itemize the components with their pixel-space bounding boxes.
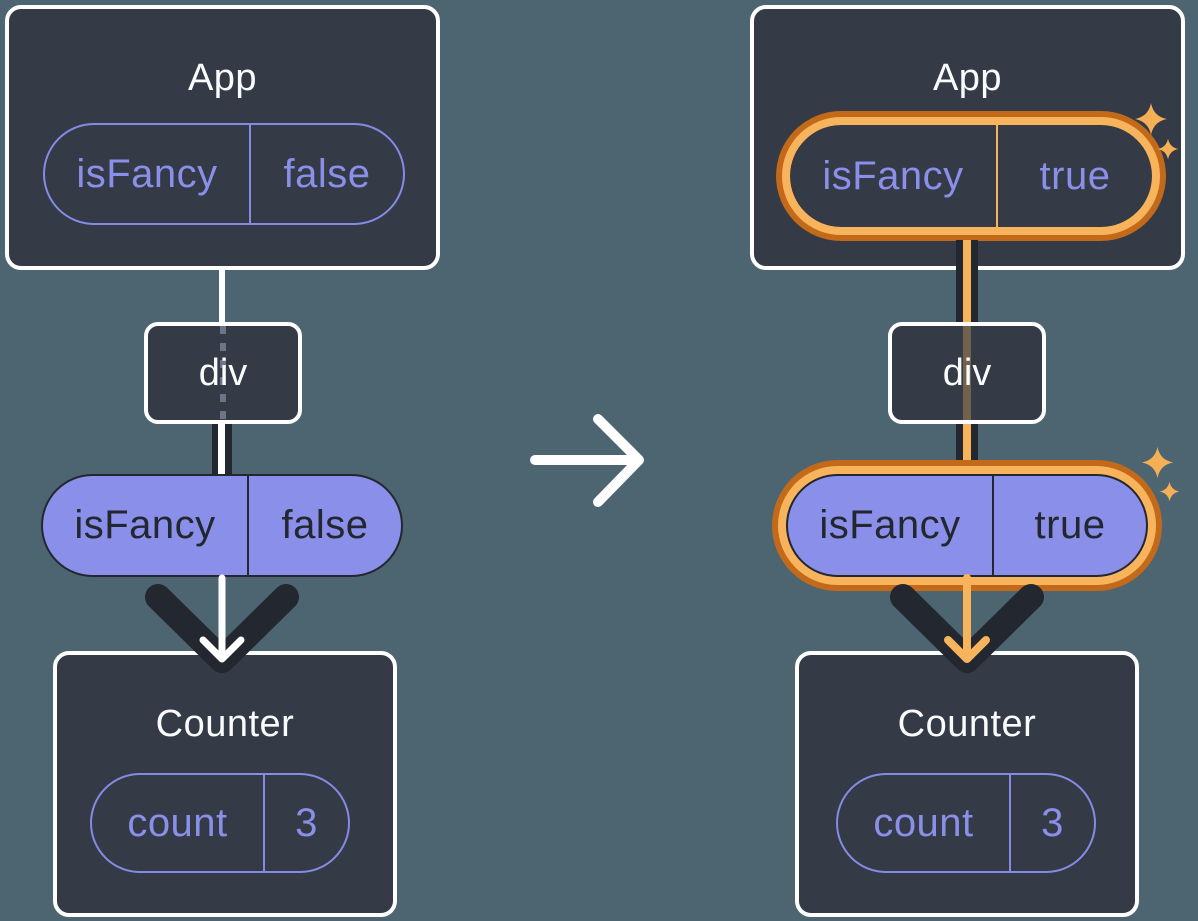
app-card-after: App isFancy true: [750, 5, 1185, 270]
counter-title: Counter: [897, 703, 1037, 745]
div-label: div: [942, 351, 992, 394]
prop-value: false: [281, 503, 369, 547]
prop-name: isFancy: [45, 125, 251, 223]
sparkle-icon: [1159, 481, 1180, 502]
edge-div-to-prop-core-before: [218, 424, 225, 478]
state-value: 3: [295, 800, 318, 845]
transition-arrow-icon: [530, 414, 644, 507]
flow-arrow-icon-before: [145, 574, 299, 673]
edge-div-to-prop-core-after: [963, 424, 971, 476]
app-prop-pill-after: isFancy true: [790, 125, 1152, 227]
sparkle-icon: [1141, 446, 1174, 479]
counter-title: Counter: [155, 703, 295, 745]
app-prop-pill-before: isFancy false: [43, 123, 405, 225]
state-value: 3: [1041, 800, 1064, 845]
prop-value: true: [1039, 153, 1111, 198]
sparkle-icon: [1157, 138, 1179, 160]
passed-prop-pill-after: isFancy true: [786, 474, 1148, 577]
prop-value: true: [1034, 503, 1106, 547]
flow-arrow-icon-after: [890, 574, 1044, 673]
edge-app-to-div-core-after: [963, 240, 971, 324]
app-title: App: [932, 57, 1003, 99]
edge-app-to-div-before: [219, 268, 225, 326]
prop-name: isFancy: [790, 125, 998, 227]
state-name: count: [92, 775, 265, 871]
prop-value: false: [283, 151, 371, 196]
sparkle-icon: [1134, 102, 1168, 136]
app-title: App: [187, 57, 258, 99]
app-card-before: App isFancy false: [5, 5, 440, 270]
passed-prop-pill-before: isFancy false: [41, 474, 403, 577]
prop-passthrough-line: [963, 326, 971, 420]
state-name: count: [838, 775, 1011, 871]
prop-name: isFancy: [788, 476, 994, 575]
prop-name: isFancy: [43, 476, 249, 575]
counter-card-after: Counter count 3: [795, 651, 1139, 917]
div-label: div: [198, 351, 248, 394]
div-node-before: div: [144, 322, 302, 424]
div-node-after: div: [888, 322, 1046, 424]
prop-passthrough-line: [220, 326, 226, 420]
counter-state-pill-after: count 3: [836, 773, 1096, 873]
counter-state-pill-before: count 3: [90, 773, 350, 873]
counter-card-before: Counter count 3: [53, 651, 397, 917]
